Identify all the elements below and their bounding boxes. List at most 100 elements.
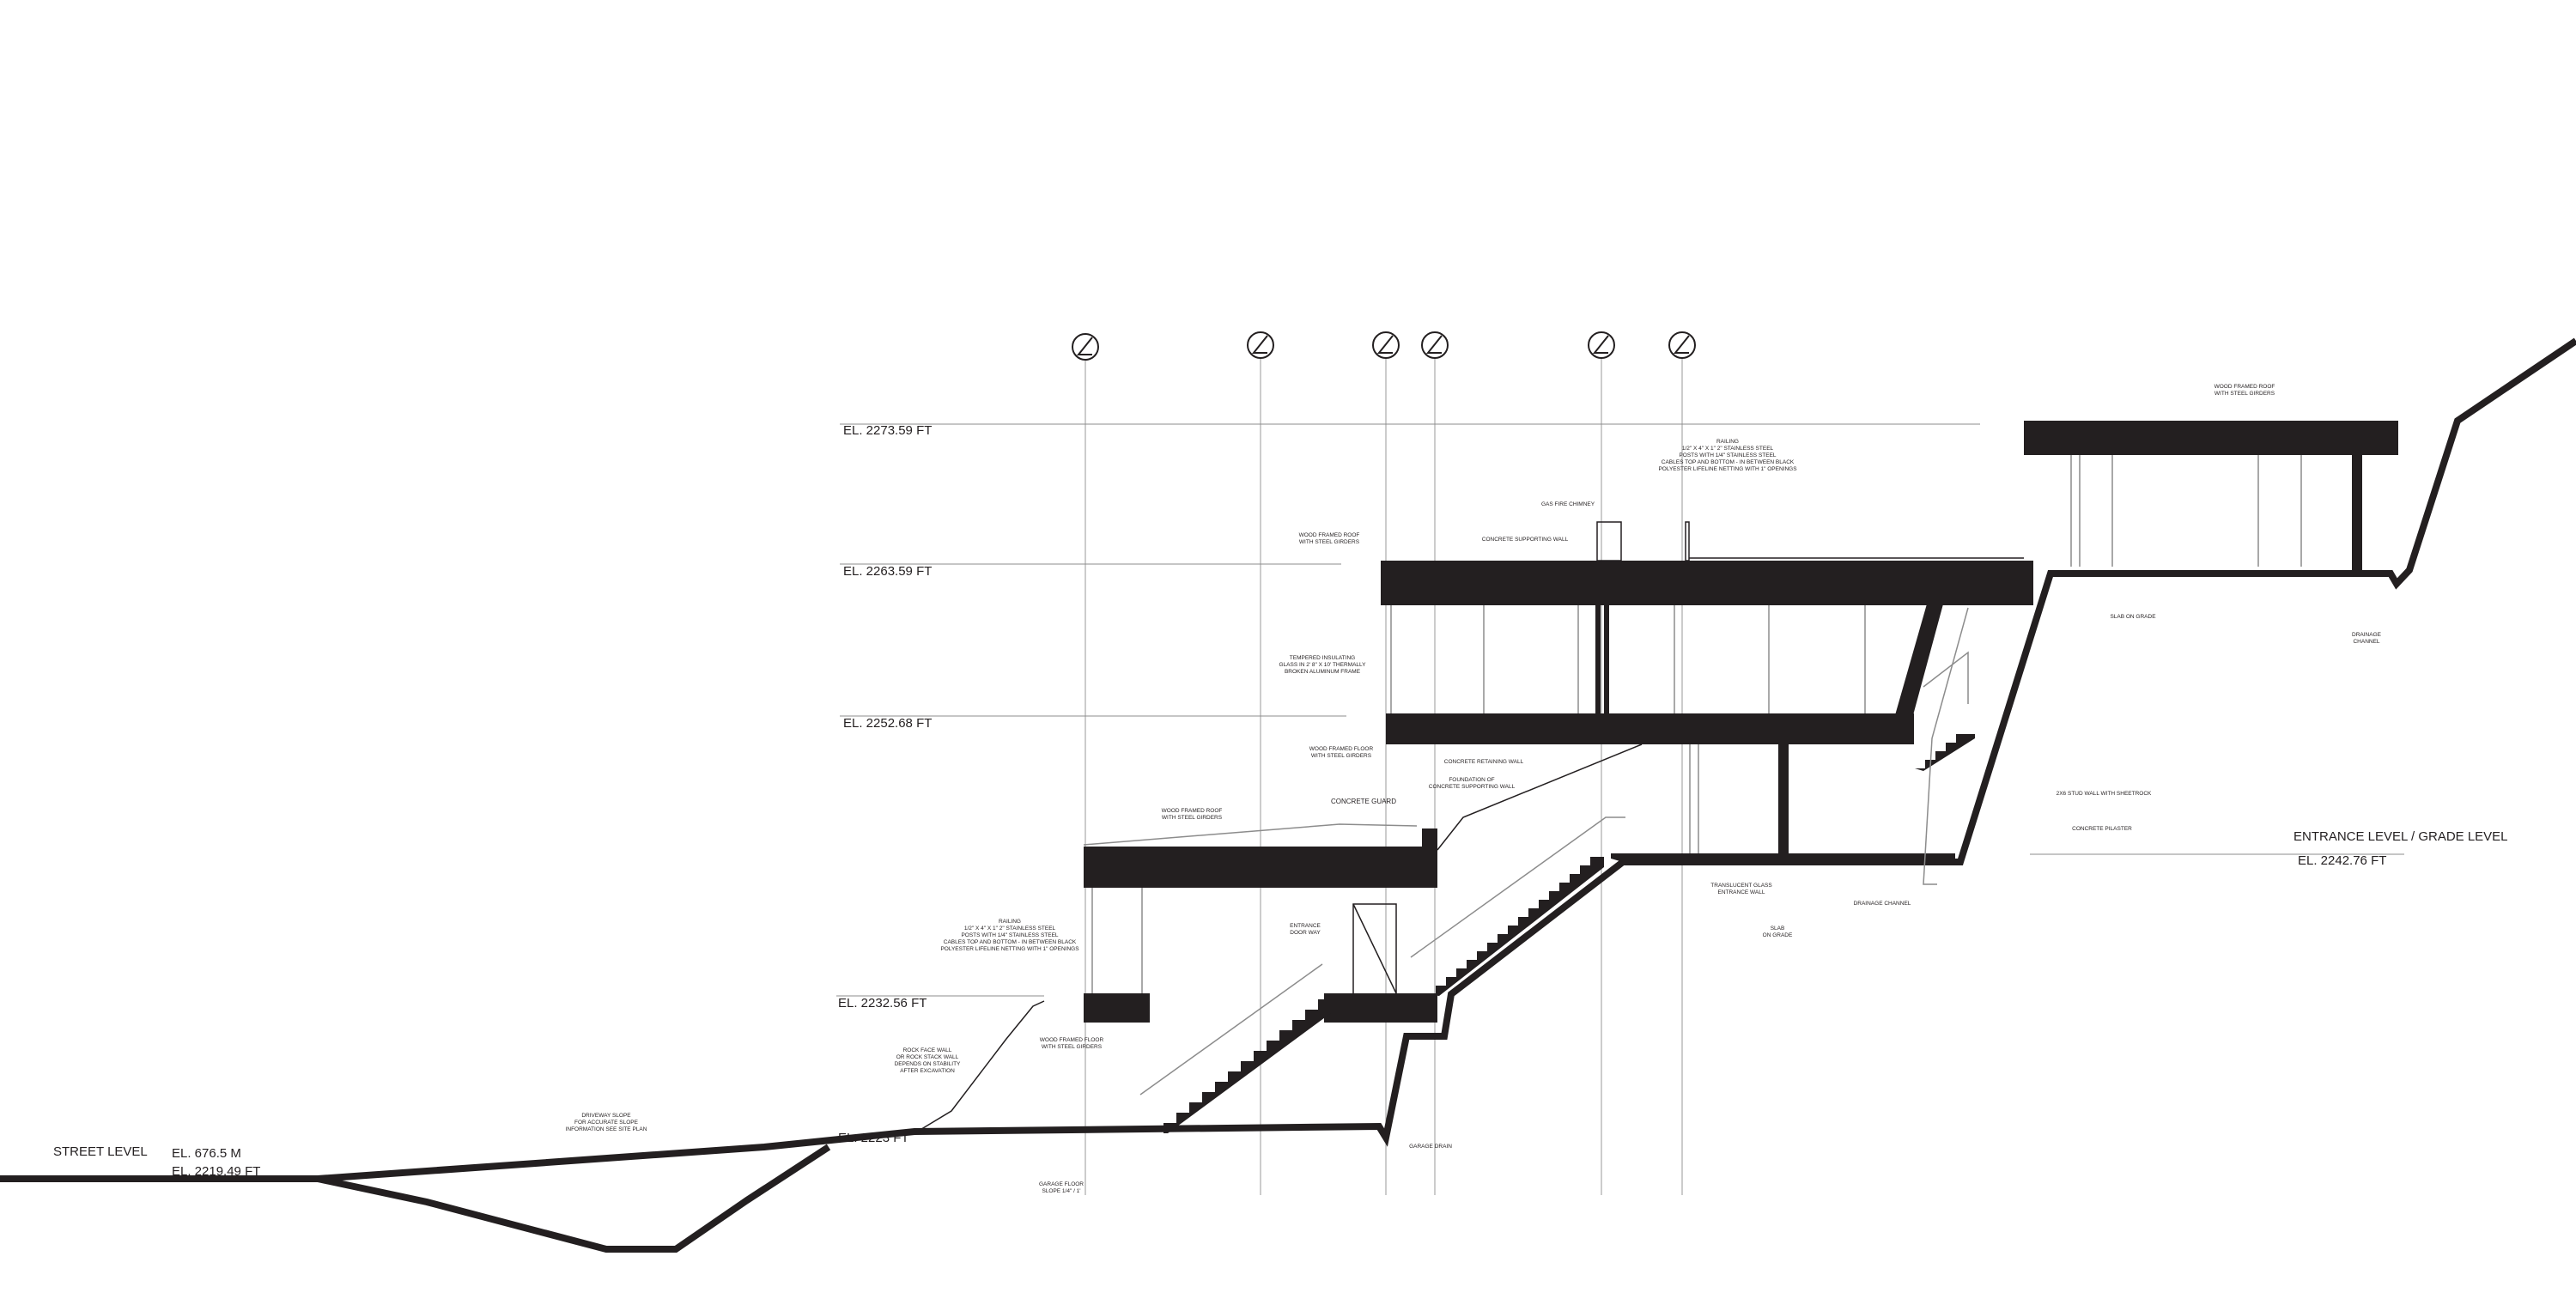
note-low-roof: WOOD FRAMED ROOF [1162, 808, 1223, 814]
note-low-roof: WITH STEEL GIRDERS [1162, 815, 1223, 821]
concrete-guard-line [1083, 823, 1418, 846]
right-railing-lines [1923, 651, 1969, 704]
note-railing-top: POLYESTER LIFELINE NETTING WITH 1" OPENI… [1658, 466, 1797, 472]
slanted-support-column [1895, 601, 1944, 715]
column-b [1604, 605, 1609, 713]
street-elevation-ft: EL. 2219.49 FT [172, 1164, 260, 1179]
note-driveway-slope: INFORMATION SEE SITE PLAN [566, 1126, 647, 1132]
note-mid-floor: WITH STEEL GIRDERS [1311, 753, 1372, 759]
annotation-notes: WOOD FRAMED ROOF WITH STEEL GIRDERS RAIL… [566, 384, 2382, 1194]
note-mid-floor: WOOD FRAMED FLOOR [1309, 746, 1374, 752]
note-concrete-supporting-wall: CONCRETE SUPPORTING WALL [1482, 537, 1569, 543]
elevation-label-2273: EL. 2273.59 FT [843, 423, 932, 438]
grid-bubble-icon [1247, 331, 1274, 359]
level-lines [836, 423, 2404, 997]
grid-bubbles [1072, 331, 1696, 361]
lower-floor-slab-right [1324, 993, 1437, 1023]
note-slab-on-grade-mid: ON GRADE [1763, 932, 1793, 938]
elevation-label-2263: EL. 2263.59 FT [843, 564, 932, 579]
note-glass: BROKEN ALUMINUM FRAME [1285, 669, 1361, 675]
note-top-roof: WOOD FRAMED ROOF [2215, 384, 2275, 390]
grid-bubble-icon [1372, 331, 1400, 359]
concrete-guard-block [1422, 828, 1437, 847]
column-a [1595, 605, 1601, 713]
note-railing-top: CABLES TOP AND BOTTOM - IN BETWEEN BLACK [1662, 459, 1795, 465]
grid-bubble-icon [1668, 331, 1696, 359]
grid-lines [1084, 359, 1683, 1195]
note-foundation: CONCRETE SUPPORTING WALL [1429, 784, 1516, 790]
street-elevation-m: EL. 676.5 M [172, 1146, 241, 1161]
note-railing-low: RAILING [999, 919, 1021, 925]
note-railing-top: RAILING [1716, 439, 1739, 445]
note-mid-roof: WOOD FRAMED ROOF [1299, 532, 1360, 538]
right-wall-line [1923, 607, 1969, 885]
note-rock-wall: DEPENDS ON STABILITY [895, 1061, 961, 1067]
retaining-wall-line [1437, 744, 1643, 851]
note-glass: GLASS IN 2' 8" X 10' THERMALLY [1279, 662, 1366, 668]
upper-stair-railing [1410, 816, 1625, 958]
entrance-level-label: ENTRANCE LEVEL / GRADE LEVEL [2293, 829, 2508, 844]
lower-roof-slab [1084, 847, 1437, 888]
note-rock-wall: ROCK FACE WALL [903, 1047, 952, 1053]
lower-stair-railing [1139, 963, 1323, 1096]
note-slab-on-grade-mid: SLAB [1771, 926, 1785, 932]
note-drainage-channel-top: DRAINAGE [2352, 632, 2382, 638]
note-slab-on-grade-top: SLAB ON GRADE [2110, 614, 2156, 620]
elevation-labels: EL. 2273.59 FT EL. 2263.59 FT EL. 2252.6… [53, 423, 2508, 1179]
note-railing-low: 1/2" X 4" X 1" 2" STAINLESS STEEL [964, 926, 1056, 932]
street-dip-line [317, 1144, 831, 1253]
lower-stair [1151, 999, 1331, 1133]
note-low-floor: WOOD FRAMED FLOOR [1040, 1037, 1104, 1043]
top-pavilion-column [2352, 455, 2362, 572]
driveway-thin-line [914, 1000, 1045, 1134]
grid-bubble-icon [1588, 331, 1615, 359]
upper-roof-slab [1381, 561, 2033, 605]
note-glass: TEMPERED INSULATING [1290, 655, 1355, 661]
note-rock-wall: AFTER EXCAVATION [900, 1068, 955, 1074]
note-garage-floor: GARAGE FLOOR [1039, 1181, 1084, 1187]
upper-stair [1425, 857, 1604, 996]
note-garage-floor: SLOPE 1/4" / 1' [1042, 1188, 1080, 1194]
note-translucent-glass: TRANSLUCENT GLASS [1710, 883, 1772, 889]
note-stud-wall: 2X6 STUD WALL WITH SHEETROCK [2057, 791, 2152, 797]
note-foundation: FOUNDATION OF [1449, 777, 1494, 783]
upper-floor-slab [1386, 713, 1914, 744]
note-driveway-slope: FOR ACCURATE SLOPE [574, 1120, 639, 1126]
grid-bubble-icon [1072, 333, 1099, 361]
lower-floor-slab-left [1084, 993, 1150, 1023]
elevation-label-2252: EL. 2252.68 FT [843, 716, 932, 731]
note-garage-drain: GARAGE DRAIN [1409, 1144, 1452, 1150]
railing-post-top [1685, 521, 1690, 561]
grid-bubble-icon [1421, 331, 1449, 359]
note-mid-roof: WITH STEEL GIRDERS [1299, 539, 1360, 545]
note-railing-low: POLYESTER LIFELINE NETTING WITH 1" OPENI… [940, 946, 1079, 952]
note-drainage-channel-top: CHANNEL [2353, 639, 2379, 645]
note-railing-top: 1/2" X 4" X 1" 2" STAINLESS STEEL [1682, 446, 1774, 452]
note-gas-chimney: GAS FIRE CHIMNEY [1541, 501, 1595, 507]
entrance-door-frame [1352, 903, 1397, 993]
entrance-level-slab [1611, 853, 1955, 862]
top-roof-slab [2024, 421, 2398, 455]
note-concrete-pilaster: CONCRETE PILASTER [2072, 826, 2132, 832]
note-railing-low: CABLES TOP AND BOTTOM - IN BETWEEN BLACK [944, 939, 1077, 945]
column-c [1778, 744, 1789, 856]
elevation-label-2223: EL. 2223 FT [838, 1131, 909, 1145]
note-entrance-door: ENTRANCE [1290, 923, 1321, 929]
thin-details [1083, 455, 2302, 1096]
building [1084, 421, 2398, 1133]
right-small-stair [1915, 734, 1975, 771]
note-railing-top: POSTS WITH 1/4" STAINLESS STEEL [1679, 452, 1776, 458]
street-level-label: STREET LEVEL [53, 1144, 148, 1159]
note-concrete-retaining-wall: CONCRETE RETAINING WALL [1444, 759, 1524, 765]
ground-line [0, 337, 2576, 1182]
elevation-label-2242: EL. 2242.76 FT [2298, 853, 2386, 868]
note-concrete-guard: CONCRETE GUARD [1331, 798, 1396, 805]
note-low-floor: WITH STEEL GIRDERS [1042, 1044, 1103, 1050]
note-railing-low: POSTS WITH 1/4" STAINLESS STEEL [961, 932, 1058, 938]
note-drainage-channel-mid: DRAINAGE CHANNEL [1854, 901, 1911, 907]
note-top-roof: WITH STEEL GIRDERS [2215, 391, 2275, 397]
note-entrance-door: DOOR WAY [1290, 930, 1321, 936]
terrain [0, 337, 2576, 1253]
elevation-label-2232: EL. 2232.56 FT [838, 996, 927, 1011]
